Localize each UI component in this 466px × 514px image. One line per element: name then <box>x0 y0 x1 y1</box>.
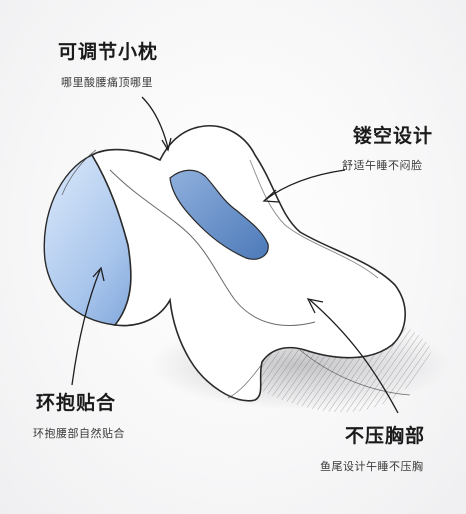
arrow-icon <box>71 269 101 386</box>
feature-title-embrace-fit: 环抱贴合 <box>36 392 117 414</box>
feature-desc-embrace-fit: 环抱腰部自然贴合 <box>33 427 125 440</box>
arrow-icon <box>161 137 172 152</box>
arrow-icon <box>306 298 324 314</box>
feature-desc-adjustable-pillow: 哪里酸腰痛顶哪里 <box>61 76 153 89</box>
hollow-cutout <box>169 169 269 260</box>
arrow-icon <box>264 169 346 201</box>
sketch-lines <box>61 149 411 399</box>
feature-title-adjustable-pillow: 可调节小枕 <box>58 41 159 63</box>
arrow-icon <box>141 96 169 149</box>
arrow-icon <box>262 189 280 203</box>
arrow-icon <box>309 299 399 414</box>
feature-title-hollow-design: 镂空设计 <box>353 125 434 147</box>
cushion-contour-2 <box>249 159 379 279</box>
feature-desc-no-chest-pressure: 鱼尾设计午睡不压胸 <box>320 460 424 473</box>
feature-title-no-chest-pressure: 不压胸部 <box>345 425 426 447</box>
feature-desc-hollow-design: 舒适午睡不闷脸 <box>342 159 423 172</box>
arrow-icon <box>92 266 105 282</box>
cushion-contour <box>109 169 316 327</box>
cushion-body <box>90 125 406 402</box>
